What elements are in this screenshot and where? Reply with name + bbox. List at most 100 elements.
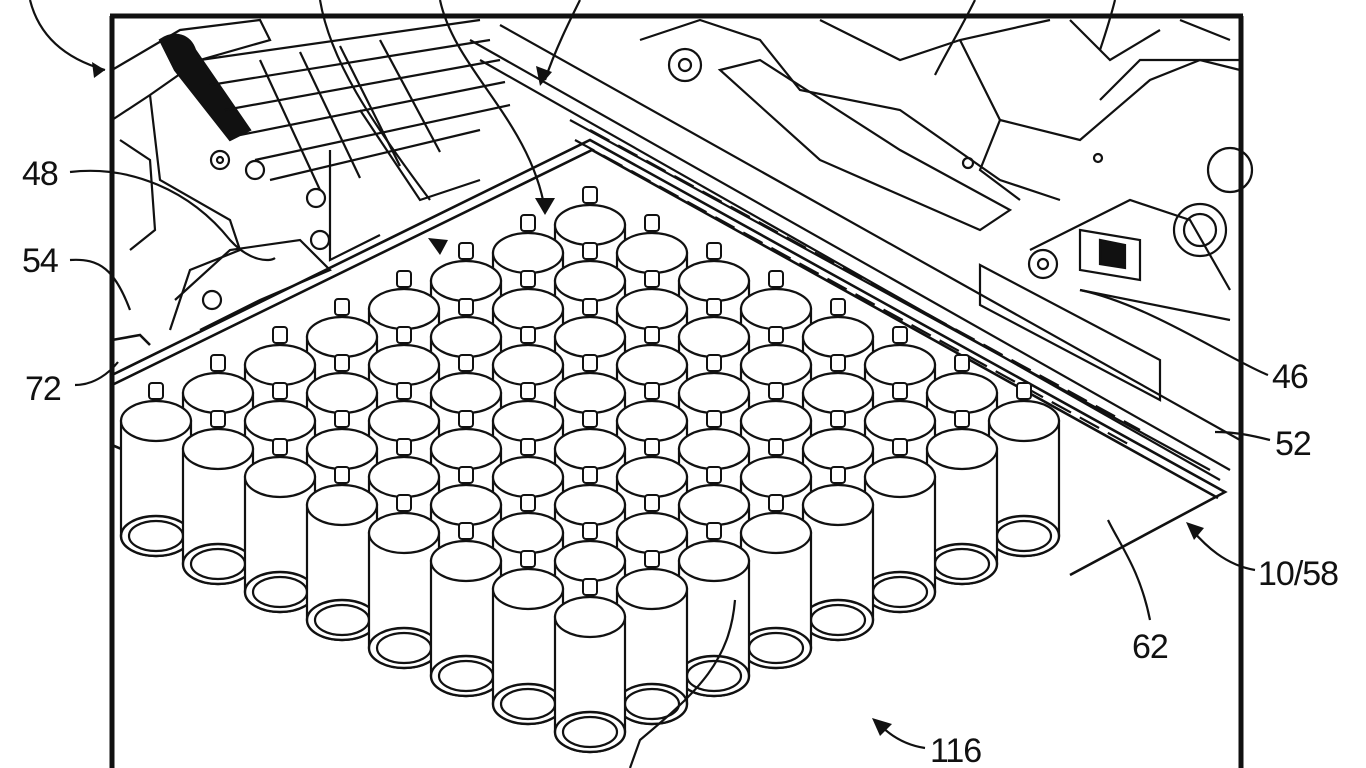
cell-cap [491, 399, 565, 443]
cell-cap [429, 371, 503, 415]
cell-cap [615, 231, 689, 275]
cell-cap [243, 343, 317, 387]
cell-cap [925, 371, 999, 415]
battery-cell [553, 578, 627, 754]
battery-cell [801, 466, 875, 642]
cell-terminal [706, 298, 722, 316]
cell-end-inner [933, 547, 991, 581]
cell-cap [491, 567, 565, 611]
cell-end-inner [313, 603, 371, 637]
cell-terminal [148, 382, 164, 400]
cell-cap [367, 399, 441, 443]
cell-terminal [954, 410, 970, 428]
battery-cell [181, 410, 255, 586]
cell-cap [801, 427, 875, 471]
cell-cap [615, 455, 689, 499]
cell-cap [615, 343, 689, 387]
cell-cap [367, 287, 441, 331]
cell-terminal [520, 214, 536, 232]
cell-end-inner [995, 519, 1053, 553]
cell-cap [677, 371, 751, 415]
cell-terminal [520, 550, 536, 568]
cell-cap [181, 427, 255, 471]
cell-terminal [272, 326, 288, 344]
cell-terminal [334, 354, 350, 372]
cell-cap [801, 371, 875, 415]
cell-terminal [1016, 382, 1032, 400]
battery-cell [119, 382, 193, 558]
cell-cap [491, 511, 565, 555]
label-48: 48 [22, 155, 58, 193]
cell-cap [181, 371, 255, 415]
cell-terminal [830, 466, 846, 484]
cell-cap [677, 483, 751, 527]
battery-cell [491, 550, 565, 726]
cell-terminal [582, 242, 598, 260]
cell-cap [429, 259, 503, 303]
cell-cap [677, 259, 751, 303]
figure-frame [109, 13, 1244, 768]
cell-end-inner [375, 631, 433, 665]
cell-cap [615, 511, 689, 555]
cell-cap [739, 455, 813, 499]
cell-cap [615, 287, 689, 331]
battery-cell [677, 522, 751, 698]
reference-labels: 48 54 72 46 52 10/58 62 116 [22, 155, 1339, 768]
battery-cell [305, 466, 379, 642]
cell-cap [429, 539, 503, 583]
cell-cap [491, 455, 565, 499]
label-72: 72 [25, 370, 61, 408]
cell-end-inner [561, 715, 619, 749]
cell-terminal [582, 298, 598, 316]
cell-cap [739, 287, 813, 331]
cell-terminal [644, 214, 660, 232]
cell-terminal [210, 410, 226, 428]
cell-terminal [706, 466, 722, 484]
cell-terminal [892, 326, 908, 344]
cell-end-inner [809, 603, 867, 637]
cell-cap [305, 483, 379, 527]
cell-terminal [582, 522, 598, 540]
battery-cell [367, 494, 441, 670]
cell-cap [677, 315, 751, 359]
cell-terminal [272, 382, 288, 400]
cell-cap [429, 483, 503, 527]
label-54: 54 [22, 242, 58, 280]
cell-terminal [644, 494, 660, 512]
cell-terminal [706, 522, 722, 540]
cell-end-inner [499, 687, 557, 721]
cell-terminal [582, 186, 598, 204]
cell-terminal [644, 326, 660, 344]
cell-terminal [768, 382, 784, 400]
cell-terminal [396, 326, 412, 344]
cell-terminal [334, 466, 350, 484]
cell-terminal [768, 438, 784, 456]
cell-terminal [582, 578, 598, 596]
cell-terminal [396, 382, 412, 400]
cell-terminal [272, 438, 288, 456]
cell-terminal [520, 438, 536, 456]
cell-terminal [706, 410, 722, 428]
cell-terminal [334, 298, 350, 316]
cell-terminal [582, 354, 598, 372]
cell-terminal [334, 410, 350, 428]
cell-end-inner [189, 547, 247, 581]
cell-cap [491, 287, 565, 331]
cell-terminal [520, 382, 536, 400]
cell-cap [863, 343, 937, 387]
cell-cap [863, 399, 937, 443]
cell-cap [429, 427, 503, 471]
cell-cap [553, 371, 627, 415]
label-arrowheads [872, 522, 1204, 736]
label-leader-lines [69, 169, 1271, 768]
cell-terminal [768, 326, 784, 344]
cell-terminal [458, 466, 474, 484]
cell-terminal [582, 466, 598, 484]
cell-cap [615, 567, 689, 611]
battery-cell-array [119, 186, 1061, 754]
label-10-58: 10/58 [1258, 555, 1338, 593]
cell-cap [119, 399, 193, 443]
cell-terminal [644, 438, 660, 456]
cell-cap [491, 231, 565, 275]
cell-terminal [830, 298, 846, 316]
